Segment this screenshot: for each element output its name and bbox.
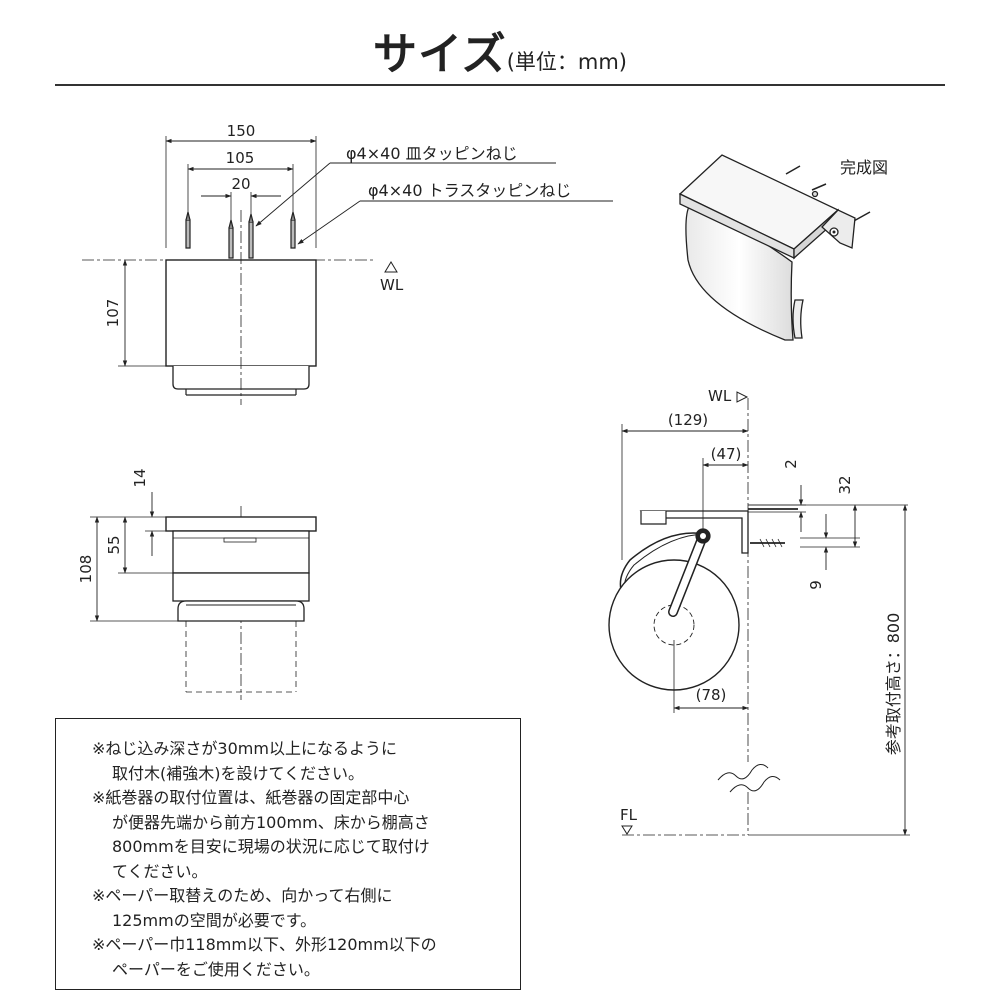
note-line: ※ペーパー巾118mm以下、外形120mm以下の <box>92 935 437 954</box>
dim-108: 108 <box>77 555 95 584</box>
title-main: サイズ <box>373 29 507 80</box>
fl-label: FL <box>620 806 638 824</box>
dim-129: (129) <box>668 411 708 429</box>
note-line: 取付木(補強木)を設けてください。 <box>112 763 365 783</box>
dim-height-107: 107 <box>104 299 122 328</box>
title-unit: (単位：mm) <box>506 50 627 74</box>
dim-2: 2 <box>782 459 800 469</box>
page-title: サイズ(単位：mm) <box>0 18 1000 82</box>
dim-width: 150 <box>227 122 256 140</box>
note-line: 125mmの空間が必要です。 <box>112 910 317 930</box>
completed-illustration <box>678 154 871 341</box>
note-line: ※紙巻器の取付位置は、紙巻器の固定部中心 <box>92 788 410 807</box>
dim-32: 32 <box>836 475 854 494</box>
dim-14: 14 <box>131 468 149 487</box>
dim-47: (47) <box>711 445 742 463</box>
completed-label: 完成図 <box>840 158 888 177</box>
title-divider <box>55 84 945 86</box>
side-view <box>608 391 910 836</box>
wl-label-top: WL <box>380 276 404 294</box>
note-line: ※ペーパー取替えのため、向かって右側に <box>92 886 393 905</box>
mount-height-label: 参考取付高さ：800 <box>884 613 903 756</box>
dim-9: 9 <box>807 580 825 590</box>
note-line: てください。 <box>112 861 208 881</box>
screw-label-1: φ4×40 皿タッピンねじ <box>346 144 518 163</box>
top-view <box>82 136 613 405</box>
note-line: 800mmを目安に現場の状況に応じて取付け <box>112 837 430 856</box>
dim-screw-span: 105 <box>226 149 255 167</box>
dim-78: (78) <box>696 686 727 704</box>
wl-label-side: WL <box>708 387 732 405</box>
notes-list: ※ねじ込み深さが30mm以上になるように取付木(補強木)を設けてください。 ※紙巻… <box>92 737 437 982</box>
note-line: ※ねじ込み深さが30mm以上になるように <box>92 739 397 758</box>
note-line: ペーパーをご使用ください。 <box>112 959 320 979</box>
dim-center: 20 <box>231 175 250 193</box>
front-view <box>90 492 317 700</box>
notes-box: ※ねじ込み深さが30mm以上になるように取付木(補強木)を設けてください。 ※紙巻… <box>55 718 521 990</box>
note-line: が便器先端から前方100mm、床から棚高さ <box>112 812 430 832</box>
screw-label-2: φ4×40 トラスタッピンねじ <box>368 181 571 200</box>
dim-55: 55 <box>105 535 123 554</box>
